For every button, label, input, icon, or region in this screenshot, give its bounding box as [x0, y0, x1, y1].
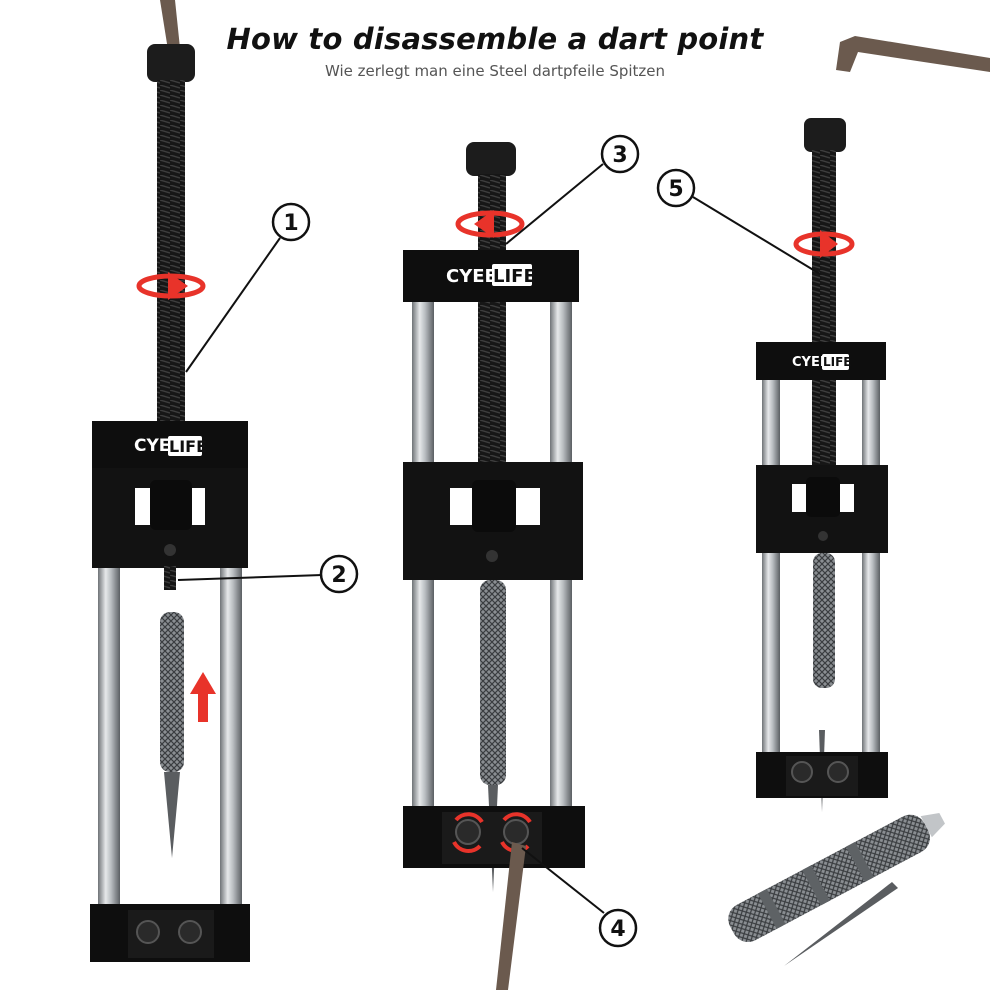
brand-logo: LIFE — [169, 437, 207, 456]
brand-logo: LIFE — [823, 355, 852, 369]
hex-key — [160, 0, 180, 50]
svg-text:2: 2 — [331, 563, 346, 588]
knob — [804, 118, 846, 152]
dart-barrel — [813, 553, 835, 688]
guide-rod-right — [220, 568, 242, 908]
callout-lines — [177, 163, 821, 914]
rotate-arrow-icon — [136, 272, 206, 300]
hex-key — [496, 842, 526, 990]
tool-step-3-4: CYEE LIFE — [403, 142, 585, 990]
brand-logo: CYEE — [446, 266, 497, 287]
rotate-arrow-icon — [793, 230, 855, 258]
detached-dart — [728, 812, 945, 966]
step-marker-2: 2 — [319, 554, 359, 594]
guide-rod-left — [98, 568, 120, 908]
threaded-screw — [812, 150, 836, 465]
up-arrow-icon — [190, 672, 216, 722]
rotate-arrow-icon — [452, 812, 532, 853]
top-block — [756, 342, 886, 380]
knob — [147, 44, 195, 82]
svg-text:3: 3 — [612, 143, 627, 168]
knob — [466, 142, 516, 176]
dart-point — [784, 882, 898, 966]
guide-rod-right — [862, 380, 880, 760]
brand-logo: LIFE — [493, 266, 536, 287]
tool-step-5: CYEE LIFE — [756, 36, 990, 812]
step-marker-1: 1 — [271, 202, 311, 242]
top-block — [403, 250, 579, 302]
hex-key — [836, 36, 990, 72]
dart-barrel — [160, 612, 184, 858]
page-title: How to disassemble a dart point — [226, 22, 764, 56]
brand-logo-box — [168, 436, 202, 456]
brand-logo: CYEE — [792, 355, 829, 370]
rotate-arrow-icon — [455, 210, 525, 238]
svg-text:4: 4 — [610, 917, 625, 942]
step-marker-4: 4 — [598, 908, 638, 948]
svg-text:1: 1 — [283, 211, 298, 236]
page-subtitle: Wie zerlegt man eine Steel dartpfeile Sp… — [324, 62, 666, 80]
tool-step-1: CYEE LIFE — [90, 0, 250, 962]
svg-text:5: 5 — [668, 177, 683, 202]
step-marker-5: 5 — [656, 168, 696, 208]
guide-rod-left — [762, 380, 780, 760]
step-marker-3: 3 — [600, 134, 640, 174]
threaded-screw — [157, 80, 185, 425]
